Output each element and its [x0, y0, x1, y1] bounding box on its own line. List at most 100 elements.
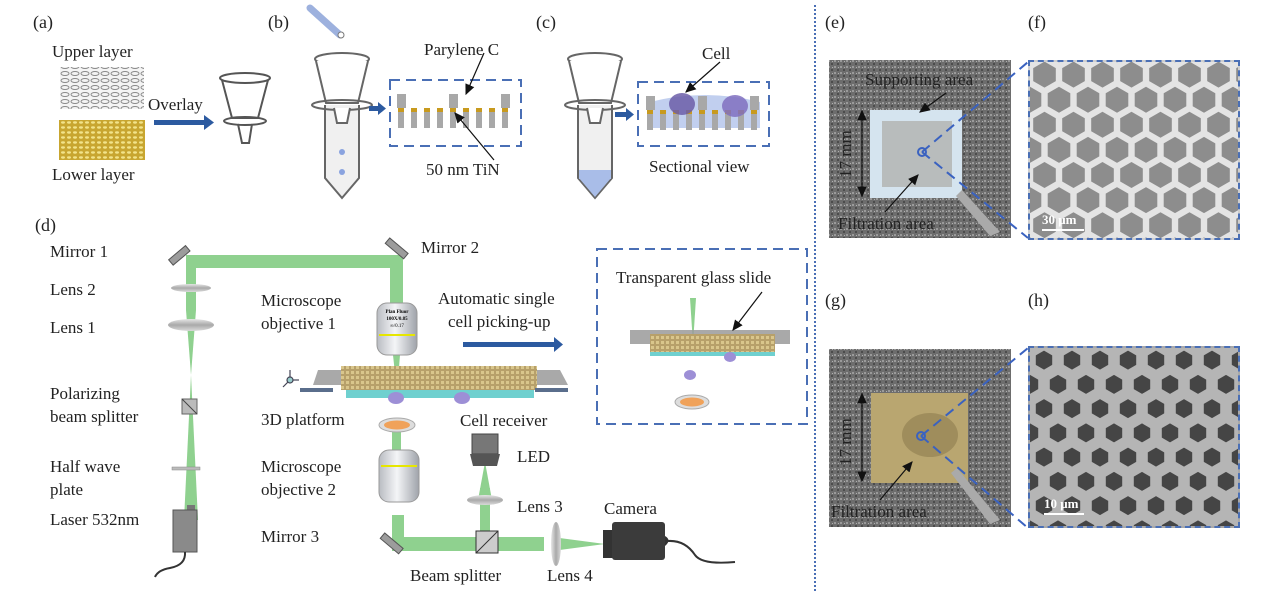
- parylene-lower-pillar: [738, 114, 744, 130]
- parylene-upper-pillar: [646, 96, 655, 110]
- scale-bar-f: 30 μm: [1042, 212, 1084, 231]
- objective-2-label-2: objective 2: [261, 480, 337, 499]
- tweezer-e: [956, 190, 1000, 236]
- hex-hole: [1192, 86, 1216, 113]
- tin-layer: [437, 108, 443, 112]
- hex-hole: [1203, 447, 1221, 467]
- lower-layer-label: Lower layer: [52, 165, 135, 184]
- hex-hole: [1134, 187, 1158, 214]
- hex-hole: [1231, 237, 1235, 238]
- hex-hole: [1202, 237, 1206, 238]
- hex-hole: [1105, 187, 1129, 214]
- hex-hole: [1091, 496, 1109, 516]
- hex-hole: [1217, 471, 1235, 491]
- panel-label-g: (g): [825, 290, 846, 310]
- mirror-1-label: Mirror 1: [50, 242, 109, 261]
- tin-layer: [712, 110, 718, 114]
- upper-layer-label: Upper layer: [52, 42, 133, 61]
- hex-hole: [1147, 350, 1165, 370]
- mirror-3-icon: [379, 532, 404, 555]
- supporting-pointer: [919, 92, 947, 113]
- hex-hole: [1063, 496, 1081, 516]
- arrow-b-icon: [369, 102, 386, 115]
- zoom-line-e-bottom: [921, 151, 1029, 239]
- hex-hole: [1175, 447, 1193, 467]
- led-label: LED: [517, 447, 551, 466]
- parylene-upper-pillar: [750, 96, 759, 110]
- lower-layer-mesh: [59, 120, 145, 160]
- panel-label-h: (h): [1028, 290, 1049, 310]
- parylene-upper-pillar: [449, 94, 458, 108]
- hex-hole: [1163, 136, 1187, 163]
- hex-hole: [1030, 374, 1039, 394]
- hex-hole: [1105, 520, 1123, 526]
- hex-hole: [1147, 399, 1165, 419]
- cell-receiver-label: Cell receiver: [460, 411, 548, 430]
- hex-hole: [1049, 374, 1067, 394]
- hex-hole: [1105, 136, 1129, 163]
- hex-hole: [1063, 447, 1081, 467]
- objective-1-label-1: Microscope: [261, 291, 342, 310]
- mirror-2-icon: [384, 237, 409, 260]
- beam-splitter-label: Beam splitter: [410, 566, 502, 585]
- hex-hole: [1030, 423, 1039, 443]
- hex-hole: [1120, 212, 1143, 238]
- parylene-lower-pillar: [647, 114, 653, 130]
- filter-section-b: [397, 94, 510, 128]
- hwp-label-2: plate: [50, 480, 84, 499]
- hex-hole: [1203, 350, 1221, 370]
- hex-hole: [1134, 86, 1158, 113]
- hex-hole: [1236, 217, 1238, 233]
- lens-4-label: Lens 4: [547, 566, 593, 585]
- parylene-lower-pillar: [712, 114, 718, 130]
- section-box-c: [637, 81, 770, 147]
- hex-hole: [1178, 111, 1201, 138]
- panel-label-a: (a): [33, 12, 53, 32]
- hex-hole: [1091, 399, 1109, 419]
- hex-hole: [1063, 350, 1081, 370]
- hex-hole: [1221, 86, 1238, 113]
- hex-hole: [1178, 212, 1201, 238]
- hex-hole: [1192, 136, 1216, 163]
- hex-hole: [1033, 111, 1056, 138]
- laser-label: Laser 532nm: [50, 510, 140, 529]
- hex-hole: [1149, 212, 1172, 238]
- hex-hole: [1207, 162, 1230, 188]
- hex-hole: [1178, 162, 1201, 188]
- tin-layer: [699, 110, 705, 114]
- tin-layer: [424, 108, 430, 112]
- objective-1-icon: Plan Fluor 100X/0.85 ∞/0.17: [376, 302, 418, 356]
- parylene-lower-pillar: [489, 112, 495, 128]
- hex-hole: [1076, 86, 1100, 113]
- hex-hole: [1030, 86, 1042, 113]
- zoom-spot-g: [916, 431, 926, 441]
- hex-hole: [1076, 187, 1100, 214]
- tin-layer: [450, 108, 456, 112]
- size-label-e: 17 mm: [836, 130, 855, 178]
- axis-3d-icon: [282, 370, 299, 388]
- hex-hole: [1149, 111, 1172, 138]
- hex-hole: [1091, 162, 1114, 188]
- hex-hole: [1119, 447, 1137, 467]
- lens-1-label: Lens 1: [50, 318, 96, 337]
- tin-layer: [463, 108, 469, 112]
- hex-hole: [1149, 162, 1172, 188]
- parylene-lower-pillar: [725, 114, 731, 130]
- lens-4-icon: [551, 522, 561, 566]
- hex-hole: [1133, 471, 1151, 491]
- hex-hole: [1105, 471, 1123, 491]
- sem-image-f: 30 μm: [1028, 60, 1240, 240]
- panel-label-b: (b): [268, 12, 289, 32]
- hex-hole: [1175, 496, 1193, 516]
- hex-hole: [1189, 423, 1207, 443]
- hex-hole: [1049, 520, 1067, 526]
- filter-tube-b-icon: [311, 52, 373, 200]
- size-label-g: 17 mm: [836, 418, 855, 466]
- tin-layer: [398, 108, 404, 112]
- sem-image-h: 10 μm: [1028, 346, 1240, 528]
- cell-label: Cell: [702, 44, 731, 63]
- hex-hole: [1178, 62, 1201, 88]
- camera-icon: [603, 522, 736, 564]
- hex-hole: [1047, 136, 1071, 163]
- hex-hole: [1217, 423, 1235, 443]
